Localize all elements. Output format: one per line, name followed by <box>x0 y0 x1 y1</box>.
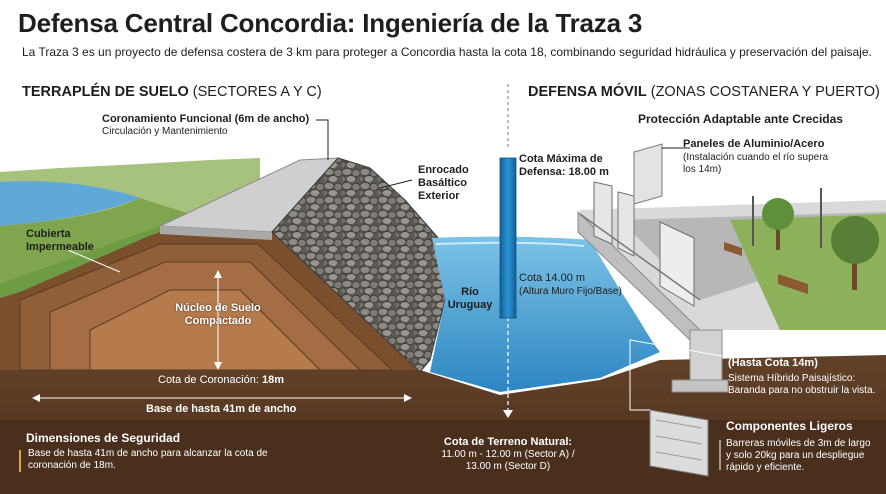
panel-icon <box>633 143 663 205</box>
river-water <box>430 236 660 392</box>
wall-sub-1: Sistema Híbrido Paisajístico: <box>728 373 856 384</box>
left-heading-note: (SECTORES A Y C) <box>192 84 322 100</box>
background-river <box>0 181 140 226</box>
left-section-heading: TERRAPLÉN DE SUELO (SECTORES A Y C) <box>22 84 322 100</box>
safety-text-2: coronación de 18m. <box>28 460 116 471</box>
crown-height: Cota de Coronación: 18m <box>158 374 284 386</box>
light-panel-icon <box>649 409 709 477</box>
tree-2 <box>831 216 879 290</box>
rock-label-1: Enrocado <box>418 164 469 176</box>
rock-label-3: Exterior <box>418 190 460 202</box>
panels-sub-1: (Instalación cuando el río supera <box>683 152 829 163</box>
soil-lower <box>0 420 886 494</box>
page-title: Defensa Central Concordia: Ingeniería de… <box>18 8 643 38</box>
crown-edge <box>160 226 272 240</box>
crown-height-prefix: Cota de Coronación: <box>158 374 262 386</box>
ground-line-2: 13.00 m (Sector D) <box>465 461 551 472</box>
crown-subtitle: Circulación y Mantenimiento <box>102 126 228 137</box>
lamp-post-2 <box>820 188 822 248</box>
safety-text-1: Base de hasta 41m de ancho para alcanzar… <box>28 448 268 459</box>
wall-footing <box>671 379 729 393</box>
safety-title: Dimensiones de Seguridad <box>26 431 181 445</box>
wall-title-2: (Hasta Cota 14m) <box>728 357 818 369</box>
railing <box>579 213 701 301</box>
tree-1 <box>762 198 794 250</box>
right-section-heading: DEFENSA MÓVIL (ZONAS COSTANERA Y PUERTO) <box>528 84 880 100</box>
protect-label: Protección Adaptable ante Crecidas <box>638 112 843 126</box>
bench-2 <box>778 274 808 294</box>
panels-title: Paneles de Aluminio/Acero <box>683 138 825 150</box>
panels-sub-2: los 14m) <box>683 164 722 175</box>
flood-panels-group <box>593 181 695 307</box>
cover-label-2: Impermeable <box>26 241 94 253</box>
gauge-arrow <box>503 410 513 418</box>
max-level-1: Cota Máxima de <box>519 153 603 165</box>
left-heading-main: TERRAPLÉN DE SUELO <box>22 84 189 100</box>
right-heading-note: (ZONAS COSTANERA Y PUERTO) <box>650 84 880 100</box>
wall-leader <box>629 339 723 411</box>
river-label-1: Río <box>461 286 479 298</box>
mid-level-2: (Altura Muro Fijo/Base) <box>519 286 622 297</box>
wall-title-1: Muro Fijo de Hormigón <box>728 344 849 356</box>
gauge-bar <box>499 157 517 319</box>
light-text-1: Barreras móviles de 3m de largo <box>726 438 871 449</box>
river-label-2: Uruguay <box>447 299 493 311</box>
lamp-post <box>752 196 754 246</box>
rock-label-2: Basáltico <box>418 177 467 189</box>
page-subtitle: La Traza 3 es un proyecto de defensa cos… <box>22 45 872 59</box>
base-width: Base de hasta 41m de ancho <box>146 403 297 415</box>
core-label-2: Compactado <box>184 315 252 327</box>
right-heading-main: DEFENSA MÓVIL <box>528 84 647 100</box>
crown-title: Coronamiento Funcional (6m de ancho) <box>102 113 310 125</box>
cover-leader <box>67 249 121 273</box>
max-level-2: Defensa: 18.00 m <box>519 166 609 178</box>
embankment-inner <box>89 289 322 371</box>
waterproof-cover <box>0 226 172 298</box>
ground-line-1: 11.00 m - 12.00 m (Sector A) / <box>441 449 575 460</box>
mid-level-1: Cota 14.00 m <box>519 272 586 284</box>
bench-1 <box>724 242 742 256</box>
light-title: Componentes Ligeros <box>726 419 853 433</box>
core-label-1: Núcleo de Suelo <box>175 302 261 314</box>
light-text-3: rápido y eficiente. <box>726 462 805 473</box>
cover-label-1: Cubierta <box>26 228 71 240</box>
ground-title: Cota de Terreno Natural: <box>443 436 573 448</box>
crown-leader <box>316 119 329 160</box>
crown-height-value: 18m <box>261 374 284 386</box>
rock-leader <box>379 179 413 189</box>
wall-sub-2: Baranda para no obstruir la vista. <box>728 385 876 396</box>
light-text-2: y solo 20kg para un despliegue <box>726 450 865 461</box>
